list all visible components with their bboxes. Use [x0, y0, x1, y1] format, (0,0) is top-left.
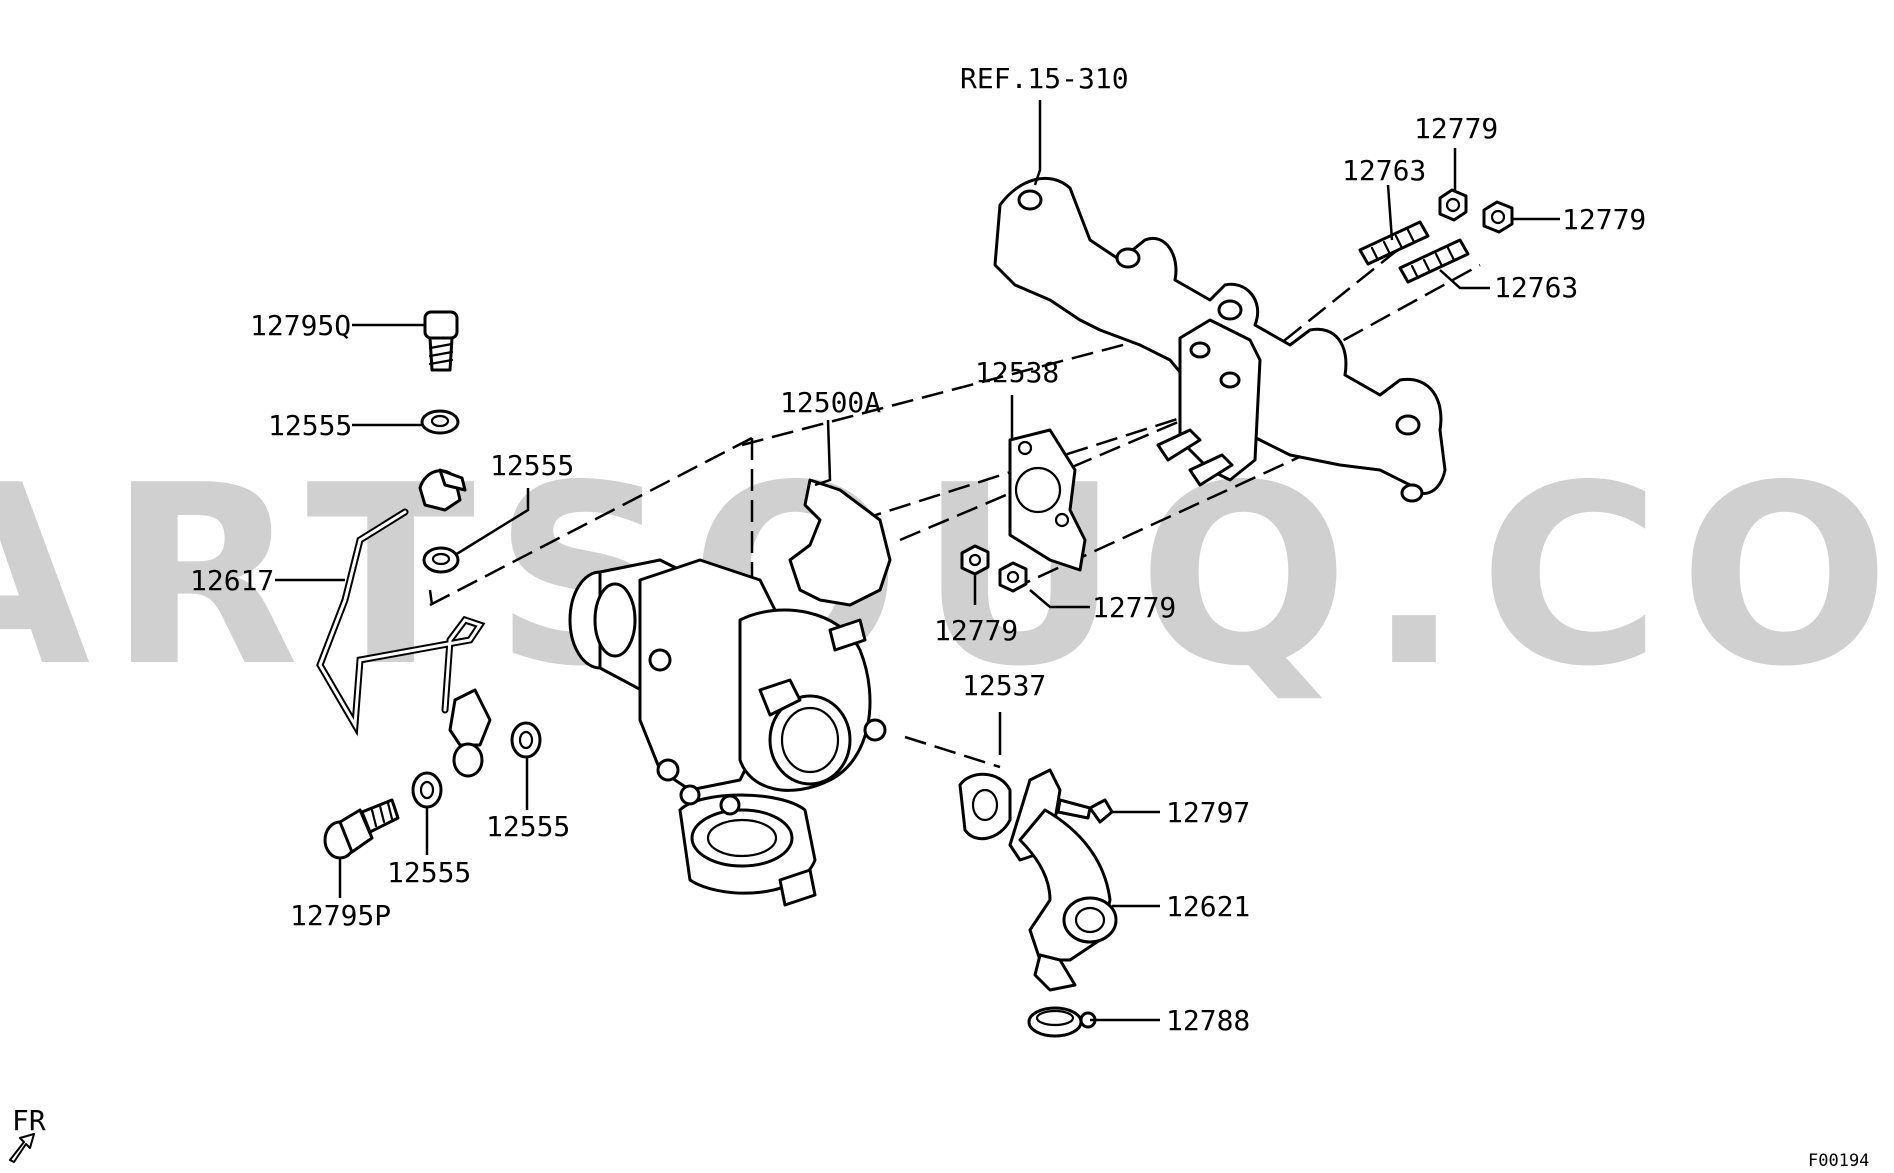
label-12763-right: 12763 — [1494, 271, 1578, 304]
clamp-12788 — [1027, 1006, 1097, 1038]
gasket-12537 — [958, 772, 1012, 841]
gasket-12538 — [1008, 428, 1087, 572]
washer-12555-c — [510, 721, 542, 759]
washer-12555-b — [422, 546, 460, 574]
leader-lines — [275, 100, 1560, 1022]
label-12788: 12788 — [1166, 1004, 1250, 1037]
nut-12779-lower-left — [960, 544, 990, 576]
callout-labels: REF.15-310 12779 12763 12779 12763 12795… — [12, 62, 1869, 1171]
bolt-12795p — [323, 798, 400, 860]
oil-return-pipe-12621 — [1008, 768, 1118, 992]
label-12555-upper: 12555 — [268, 409, 352, 442]
label-12537: 12537 — [962, 669, 1046, 702]
oil-pipe-12617 — [316, 468, 492, 778]
nut-12779-right — [1482, 200, 1514, 234]
washer-12555-d — [411, 771, 443, 809]
label-12500a: 12500A — [780, 386, 881, 419]
label-12555-right: 12555 — [486, 810, 570, 843]
label-12763-top: 12763 — [1342, 154, 1426, 187]
nut-12779-upper — [1438, 188, 1468, 222]
label-12779-lower-right: 12779 — [1092, 591, 1176, 624]
label-12555-left: 12555 — [387, 856, 471, 889]
label-ref-15-310: REF.15-310 — [960, 62, 1129, 95]
label-12797: 12797 — [1166, 796, 1250, 829]
exhaust-manifold — [993, 176, 1447, 503]
washer-12555-a — [420, 409, 460, 435]
label-12617: 12617 — [190, 564, 274, 597]
label-12538: 12538 — [975, 356, 1059, 389]
label-12621: 12621 — [1166, 890, 1250, 923]
stud-12763-upper — [1358, 220, 1430, 266]
label-12795q: 12795Q — [250, 309, 351, 342]
label-12779-right: 12779 — [1562, 203, 1646, 236]
bolt-12795q — [423, 310, 459, 372]
nut-12779-lower-right — [998, 561, 1028, 593]
stud-12763-lower — [1398, 238, 1470, 284]
bolt-12797 — [1056, 798, 1114, 824]
watermark: PARTSOUQ.COM — [0, 433, 1894, 721]
figure-code: F00194 — [1808, 1151, 1869, 1171]
label-12555-middle: 12555 — [490, 449, 574, 482]
label-12795p: 12795P — [290, 899, 391, 932]
turbocharger-12500a — [568, 478, 892, 907]
front-direction-arrow — [9, 1133, 35, 1163]
label-12779-top: 12779 — [1414, 112, 1498, 145]
label-12779-lower-left: 12779 — [934, 614, 1018, 647]
label-fr: FR — [12, 1104, 46, 1137]
